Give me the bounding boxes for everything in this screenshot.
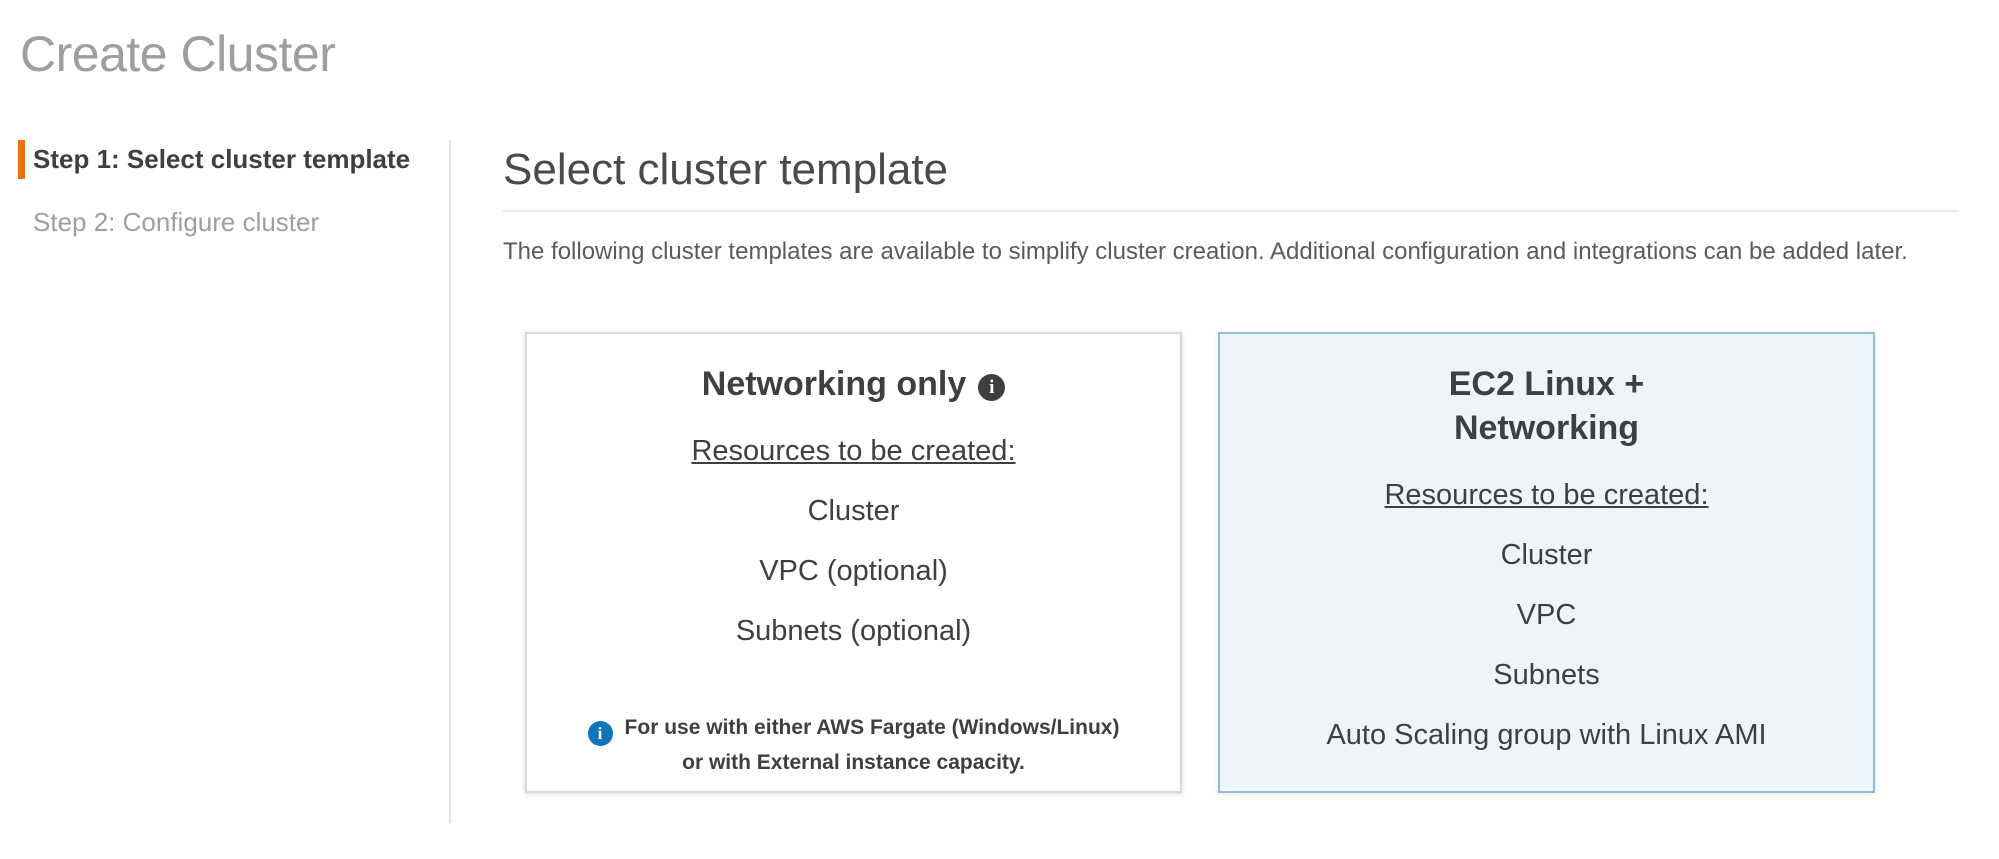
resource-item: Cluster xyxy=(807,494,900,527)
heading-divider xyxy=(503,209,1959,212)
card-title-text: Networking only xyxy=(701,364,967,403)
info-icon[interactable]: i xyxy=(978,373,1006,401)
main-panel: Select cluster template The following cl… xyxy=(449,139,1999,823)
resource-item: VPC (optional) xyxy=(759,554,948,587)
resource-item: Subnets xyxy=(1493,658,1600,691)
resource-item: Subnets (optional) xyxy=(735,614,972,647)
content-row: Step 1: Select cluster template Step 2: … xyxy=(0,139,1999,823)
card-ec2-linux-networking-title: EC2 Linux + Networking xyxy=(1220,362,1873,450)
note-line-1: For use with either AWS Fargate (Windows… xyxy=(624,715,1120,739)
resource-item: Cluster xyxy=(1500,538,1593,571)
page-title: Create Cluster xyxy=(20,26,336,82)
sidebar-item-step-2[interactable]: Step 2: Configure cluster xyxy=(33,206,320,237)
section-heading: Select cluster template xyxy=(503,144,949,194)
card-networking-only-title: Networking only i xyxy=(527,362,1180,406)
sidebar-item-step-1[interactable]: Step 1: Select cluster template xyxy=(18,139,449,179)
resources-label: Resources to be created: xyxy=(1384,478,1709,511)
section-description: The following cluster templates are avai… xyxy=(503,237,1908,265)
card-title-line-2: Networking xyxy=(1453,408,1640,447)
resources-label: Resources to be created: xyxy=(691,434,1016,467)
wizard-steps-sidebar: Step 1: Select cluster template Step 2: … xyxy=(0,139,449,823)
info-circle-icon[interactable]: i xyxy=(587,720,613,746)
template-cards: Networking only i Resources to be created… xyxy=(525,331,1959,793)
card-usage-note: i For use with either AWS Fargate (Window… xyxy=(527,711,1180,780)
card-ec2-linux-networking[interactable]: EC2 Linux + Networking Resources to be c… xyxy=(1218,331,1875,793)
card-networking-only[interactable]: Networking only i Resources to be created… xyxy=(525,331,1182,793)
card-title-line-1: EC2 Linux + xyxy=(1448,364,1645,403)
resource-item: Auto Scaling group with Linux AMI xyxy=(1326,718,1767,751)
note-line-2: or with External instance capacity. xyxy=(682,750,1025,774)
resource-item: VPC xyxy=(1516,598,1577,631)
